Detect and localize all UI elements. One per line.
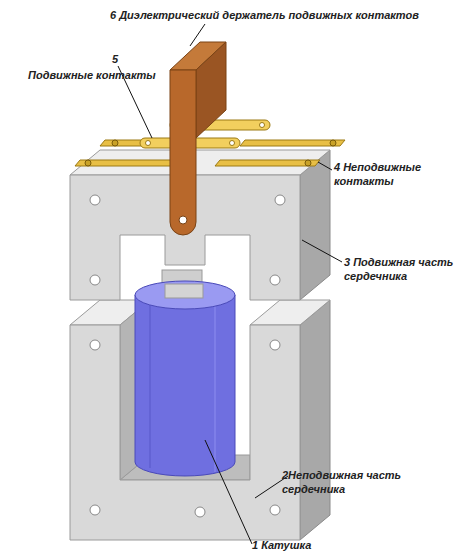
contact-tip (146, 141, 151, 146)
coil-body (135, 295, 235, 476)
coil-top (135, 281, 235, 309)
rivet-hole (90, 505, 100, 515)
core-top-face (250, 300, 330, 325)
contact-screw (330, 140, 336, 146)
rivet-hole (195, 507, 205, 517)
moving-core (70, 150, 330, 300)
contact-screw (85, 160, 91, 166)
core-top-face (70, 150, 330, 175)
rivet-hole (90, 195, 100, 205)
leader-line (190, 24, 205, 46)
coil-edge (215, 300, 216, 472)
part-label: 4 Неподвижные контакты (334, 160, 434, 188)
leader-line (318, 162, 332, 170)
rivet-hole (270, 505, 280, 515)
rivet-hole (90, 340, 100, 350)
contact-tip (260, 123, 265, 128)
part-label: 3 Подвижная часть сердечника (344, 255, 459, 283)
contact-tip (230, 141, 235, 146)
contact-screw (112, 140, 118, 146)
part-label: 1 Катушка (252, 538, 372, 552)
holder-front (170, 70, 196, 235)
leader-lines (118, 24, 342, 544)
callout-number: 5 (112, 52, 132, 66)
leader-line (302, 240, 342, 262)
core-center-leg (165, 284, 203, 298)
holder-side (196, 42, 226, 138)
rivet-hole (270, 275, 280, 285)
part-label: 2Неподвижная часть сердечника (282, 468, 466, 496)
leader-line (205, 440, 252, 544)
fixed-contact (215, 160, 320, 166)
contact-screw (305, 160, 311, 166)
coil (135, 270, 235, 476)
holder-hole (179, 216, 187, 224)
fixed-contact (75, 160, 180, 166)
contact-holder (170, 42, 226, 235)
rivet-hole (90, 275, 100, 285)
rivet-hole (270, 340, 280, 350)
core-side-face (300, 300, 330, 540)
rivet-hole (275, 195, 285, 205)
coil-edge (150, 300, 151, 468)
part-label: Подвижные контакты (28, 68, 168, 82)
core-side-face (300, 150, 330, 300)
fixed-contact (240, 140, 345, 146)
part-label: 6 Диэлектрический держатель подвижных ко… (110, 8, 430, 22)
